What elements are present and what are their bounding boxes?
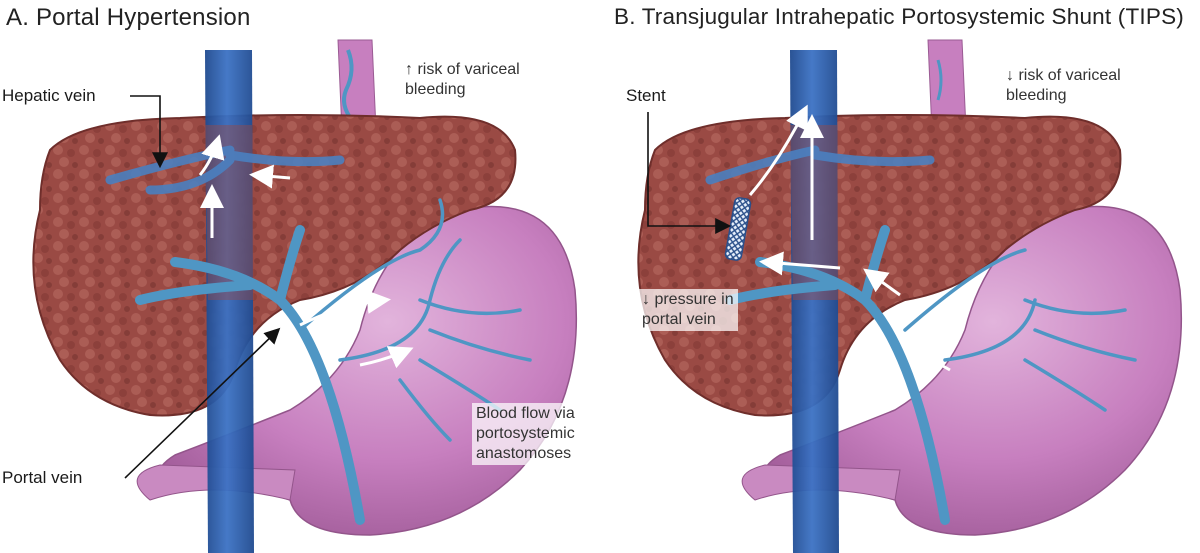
portal-pressure-label: ↓ pressure in portal vein — [638, 289, 738, 331]
variceal-risk-line1: ↓ risk of variceal — [1006, 66, 1121, 86]
variceal-risk-line2: bleeding — [1006, 86, 1121, 106]
variceal-risk-label: ↑ risk of variceal bleeding — [405, 60, 520, 100]
portal-pressure-line2: portal vein — [642, 310, 734, 330]
hepatic-vein-label: Hepatic vein — [2, 86, 96, 106]
blood-flow-label: Blood flow via portosystemic anastomoses — [472, 403, 579, 465]
variceal-risk-line2: bleeding — [405, 80, 520, 100]
blood-flow-line2: portosystemic — [476, 424, 575, 444]
panel-b-title: B. Transjugular Intrahepatic Portosystem… — [614, 4, 1184, 30]
portal-pressure-line1: ↓ pressure in — [642, 290, 734, 310]
variceal-risk-line1: ↑ risk of variceal — [405, 60, 520, 80]
portal-vein-label: Portal vein — [2, 468, 82, 488]
panel-a-title: A. Portal Hypertension — [6, 4, 251, 32]
panel-tips: B. Transjugular Intrahepatic Portosystem… — [600, 0, 1200, 553]
blood-flow-line1: Blood flow via — [476, 404, 575, 424]
stent-label: Stent — [626, 86, 666, 106]
panel-portal-hypertension: A. Portal Hypertension Hepatic vein ↑ ri… — [0, 0, 600, 553]
variceal-risk-label: ↓ risk of variceal bleeding — [1006, 66, 1121, 106]
blood-flow-line3: anastomoses — [476, 444, 575, 464]
